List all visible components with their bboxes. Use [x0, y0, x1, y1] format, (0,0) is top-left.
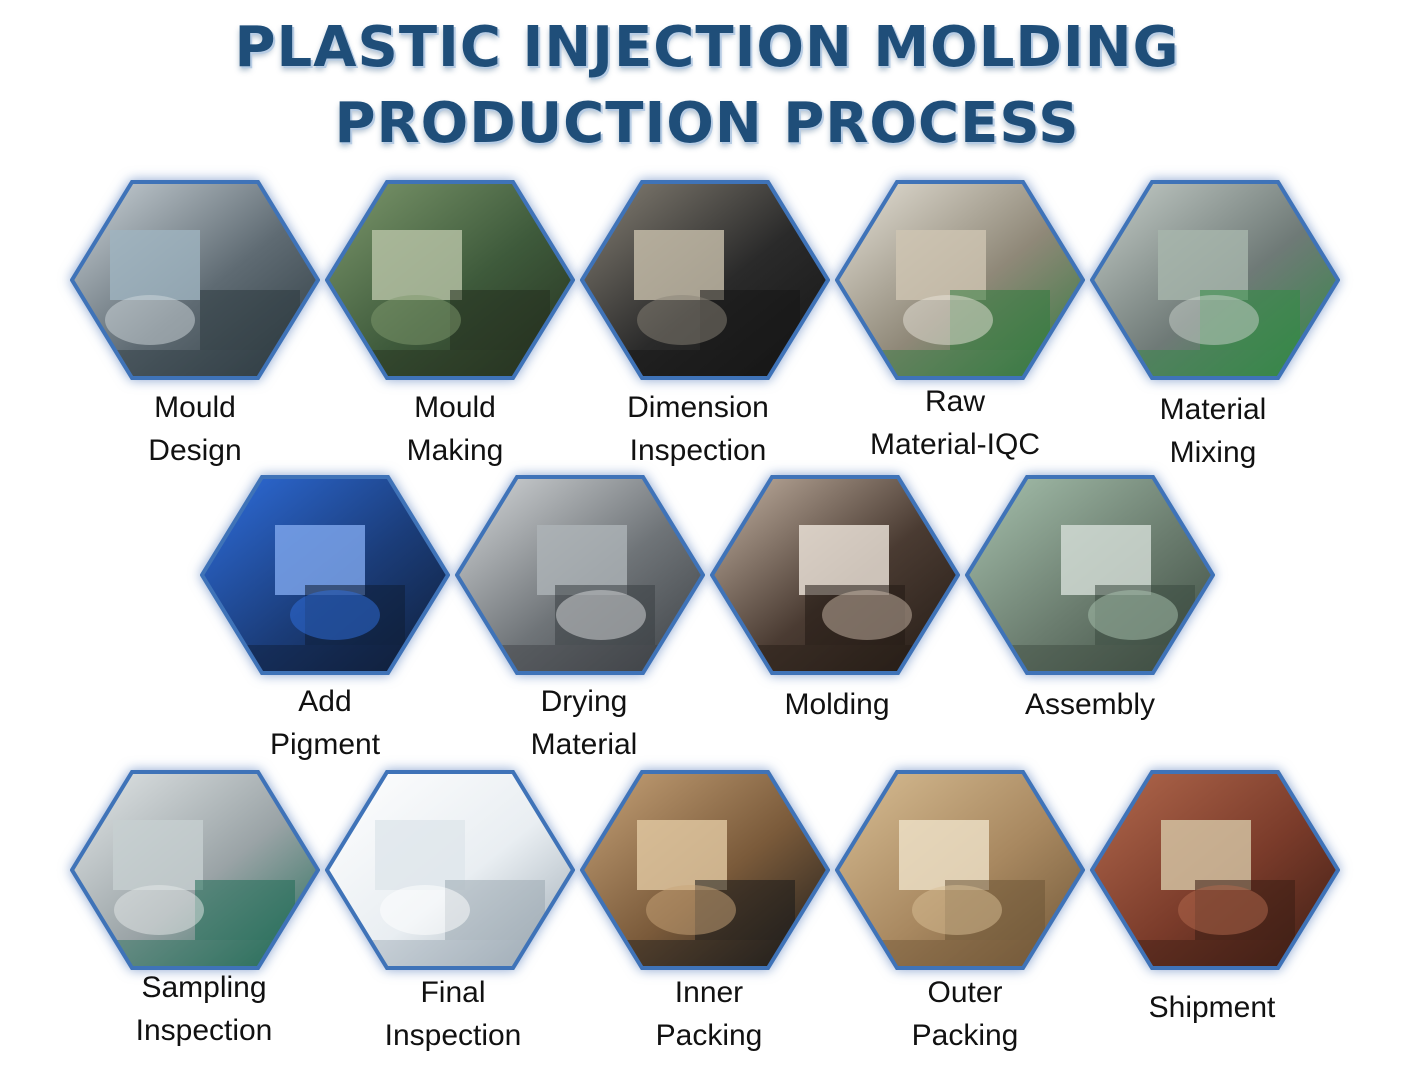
step-label-line-1: Outer	[927, 976, 1003, 1009]
step-hexagon	[580, 180, 830, 380]
step-label-line-2: Material-IQC	[869, 428, 1041, 461]
computer-cad-photo	[70, 180, 320, 380]
cnc-machine-photo	[325, 180, 575, 380]
step-label-line-1: Material	[1159, 393, 1267, 426]
step-hexagon	[70, 770, 320, 970]
step-label-line-2: Mixing	[1169, 436, 1257, 469]
step-label-line-2: Packing	[655, 1019, 763, 1052]
blue-pellets-bucket-photo	[200, 475, 450, 675]
step-label-line-1: Inner	[674, 976, 744, 1009]
mold-cavity-photo	[710, 475, 960, 675]
step-hexagon	[835, 180, 1085, 380]
step-hexagon	[325, 180, 575, 380]
container-loading-photo	[1090, 770, 1340, 970]
step-label-line-1: Shipment	[1148, 991, 1276, 1024]
mixing-tanks-photo	[1090, 180, 1340, 380]
warehouse-sacks-photo	[835, 180, 1085, 380]
hopper-dryer-photo	[455, 475, 705, 675]
step-label-line-1: Molding	[784, 688, 890, 721]
title-line-1: PLASTIC INJECTION MOLDING	[234, 15, 1180, 80]
step-hexagon	[1090, 180, 1340, 380]
step-label-line-1: Mould	[414, 391, 496, 424]
step-hexagon	[200, 475, 450, 675]
step-hexagon	[70, 180, 320, 380]
step-hexagon	[835, 770, 1085, 970]
step-hexagon	[710, 475, 960, 675]
inspection-report-photo	[325, 770, 575, 970]
step-label-line-2: Pigment	[269, 728, 381, 761]
step-label: Shipment	[1092, 986, 1332, 1029]
step-label-line-1: Drying	[540, 685, 628, 718]
step-hexagon	[455, 475, 705, 675]
step-hexagon	[965, 475, 1215, 675]
step-label-line-1: Sampling	[141, 971, 267, 1004]
pallet-cartons-photo	[835, 770, 1085, 970]
step-label: Molding	[717, 683, 957, 726]
step-label-line-1: Add	[298, 685, 352, 718]
step-label-line-2: Packing	[911, 1019, 1019, 1052]
step-hexagon	[580, 770, 830, 970]
step-hexagon	[325, 770, 575, 970]
step-label-line-1: Dimension	[627, 391, 769, 424]
step-label-line-2: Material	[530, 728, 638, 761]
factory-floor-photo	[965, 475, 1215, 675]
step-label-line-2: Inspection	[135, 1014, 273, 1047]
step-hexagon	[1090, 770, 1340, 970]
step-label-line-1: Assembly	[1024, 688, 1156, 721]
step-label-line-1: Mould	[154, 391, 236, 424]
step-label-line-1: Raw	[924, 385, 985, 418]
title-line-2: PRODUCTION PROCESS	[334, 91, 1080, 156]
carton-box-photo	[580, 770, 830, 970]
profile-projector-photo	[580, 180, 830, 380]
step-label-line-2: Design	[148, 434, 242, 467]
step-label-line-2: Inspection	[629, 434, 767, 467]
step-label-line-2: Inspection	[384, 1019, 522, 1052]
step-label-line-1: Final	[420, 976, 486, 1009]
caliper-measuring-photo	[70, 770, 320, 970]
step-label-line-2: Making	[406, 434, 504, 467]
step-label: Assembly	[970, 683, 1210, 726]
